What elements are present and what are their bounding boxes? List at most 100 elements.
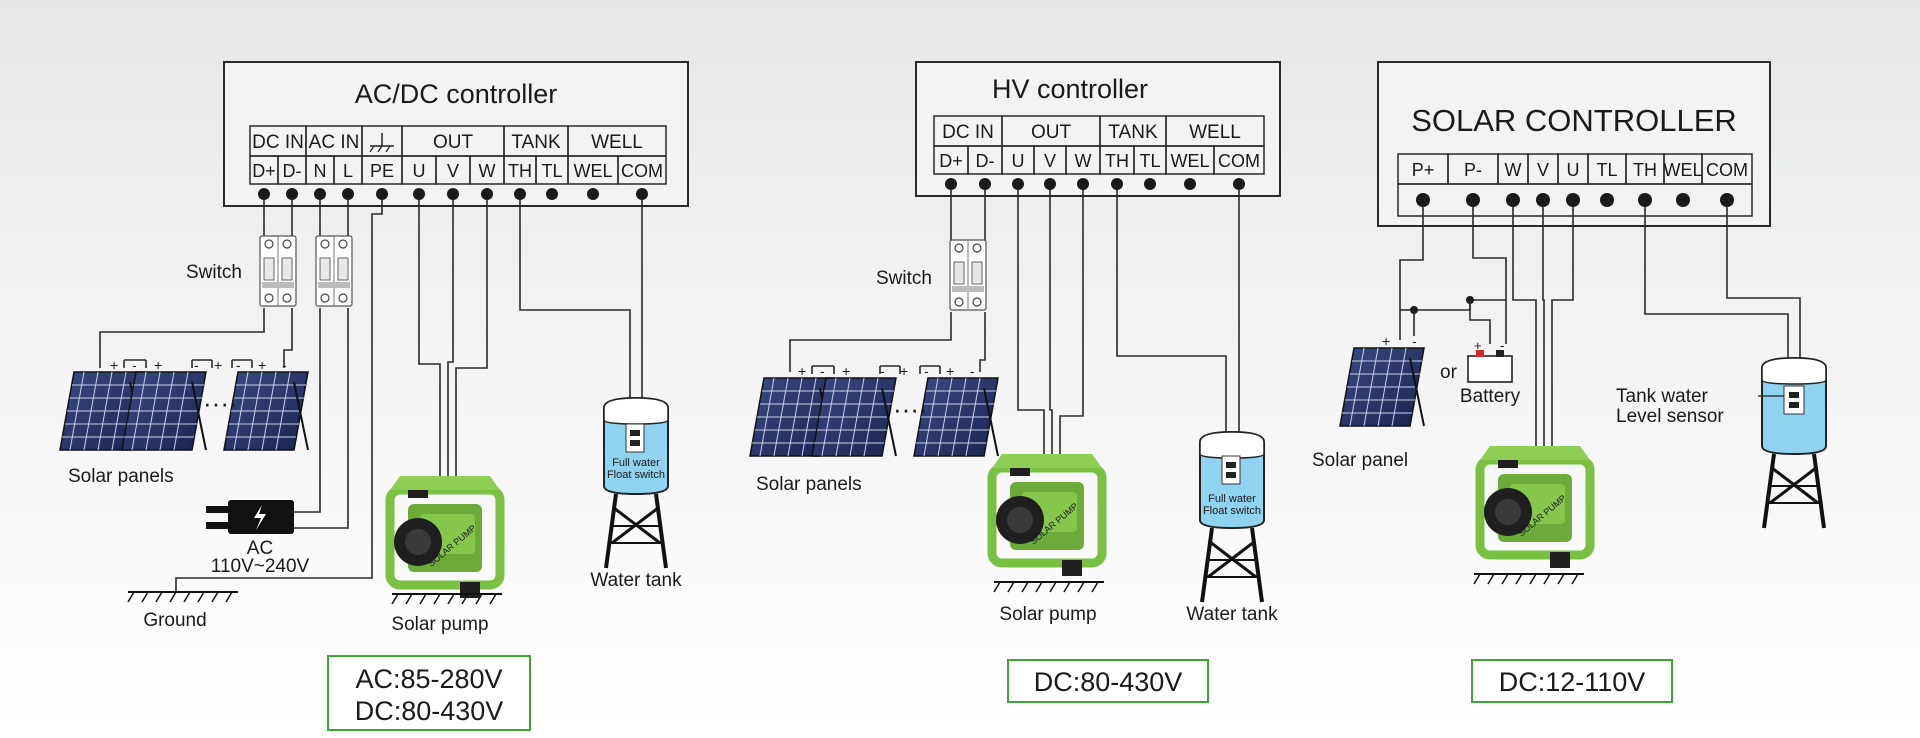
right-pump: SOLAR PUMP [1480,446,1590,568]
right-wiring [1399,206,1801,452]
right-water-tank [1758,356,1828,530]
ground-label: Ground [143,610,206,631]
hv-terminal-th: TH [1105,151,1129,171]
terminal-w: W [479,161,496,181]
left-wiring [99,200,643,592]
earth-icon [369,133,394,153]
terminal-d-minus: D- [283,161,302,181]
sc-terminal-com: COM [1706,160,1748,180]
header-ac-in: AC IN [309,132,360,153]
left-water-tank: Full water Float switch [602,396,670,570]
hv-controller: HV controller DC IN OUT TANK WELL D+ D- … [915,61,1281,197]
terminal-th: TH [508,161,532,181]
svg-text:····: ···· [893,394,928,424]
header-out: OUT [433,132,474,153]
left-voltage-box: AC:85-280V DC:80-430V [327,655,531,731]
sc-terminal-p-minus: P- [1464,160,1482,180]
middle-voltage-box: DC:80-430V [1007,659,1209,703]
svg-text:-: - [820,363,825,379]
svg-text:-: - [970,363,975,379]
left-pump: SOLAR PUMP [390,476,500,598]
middle-pump: SOLAR PUMP [992,454,1102,576]
svg-text:-: - [880,363,885,379]
solar-controller: SOLAR CONTROLLER P+ P- W V U TL TH WEL C… [1377,61,1771,227]
sc-terminal-wel: WEL [1663,160,1702,180]
svg-text:Float switch: Float switch [1203,505,1261,517]
svg-text:-: - [194,357,199,373]
header-dc-in: DC IN [252,132,304,153]
svg-text:-: - [1500,338,1504,353]
left-switch-label: Switch [186,262,242,283]
hv-header-well: WELL [1189,122,1241,143]
middle-voltage-dc: DC:80-430V [1034,667,1183,697]
acdc-controller: AC/DC controller DC IN AC IN OUT TANK WE… [223,61,689,207]
hv-terminal-v: V [1044,151,1056,171]
svg-text:Full water: Full water [612,457,660,469]
sc-terminal-v: V [1537,160,1549,180]
sc-terminal-u: U [1567,160,1580,180]
svg-text:Full water: Full water [1208,493,1256,505]
middle-panels-label: Solar panels [756,474,862,495]
svg-text:+: + [900,363,908,379]
terminal-tl: TL [541,161,562,181]
sc-terminal-p-plus: P+ [1412,160,1435,180]
battery-label: Battery [1460,386,1521,407]
right-solar-panel: + - [1339,333,1425,427]
svg-text:+: + [1474,338,1482,353]
hv-controller-title: HV controller [992,74,1148,104]
left-pump-label: Solar pump [391,614,488,635]
svg-text:-: - [282,357,287,373]
ac-switch [315,235,353,307]
svg-text:+: + [1382,333,1390,349]
hv-terminal-wel: WEL [1170,151,1209,171]
hv-terminal-w: W [1075,151,1092,171]
terminal-n: N [314,161,327,181]
left-voltage-ac: AC:85-280V [355,664,502,694]
left-panels-label: Solar panels [68,466,174,487]
svg-text:Float switch: Float switch [607,469,665,481]
middle-switch-label: Switch [876,268,932,289]
battery-icon: + - [1467,338,1513,383]
svg-text:+: + [258,357,266,373]
left-solar-panels: + - + - + - + - ···· [59,357,309,451]
right-voltage-dc: DC:12-110V [1499,667,1646,697]
ac-range-label: 110V~240V [211,556,310,577]
terminal-wel: WEL [573,161,612,181]
terminal-com: COM [621,161,663,181]
svg-text:-: - [132,357,137,373]
dc-switch [259,235,297,307]
header-tank: TANK [511,132,561,153]
middle-wiring [789,190,1240,462]
hv-terminal-d-plus: D+ [939,151,963,171]
header-well: WELL [591,132,643,153]
left-tank-label: Water tank [590,570,682,591]
hv-terminal-tl: TL [1139,151,1160,171]
sensor-label-1: Tank water [1616,386,1709,407]
middle-pump-label: Solar pump [999,604,1096,625]
hv-header-tank: TANK [1108,122,1158,143]
middle-tank-label: Water tank [1186,604,1278,625]
middle-solar-panels: + - + - + - + - ···· [749,363,999,457]
svg-text:-: - [236,357,241,373]
hv-switch [949,239,987,311]
ac-plug-icon [206,500,294,534]
or-label: or [1440,362,1458,383]
hv-header-out: OUT [1031,122,1072,143]
hv-terminal-u: U [1012,151,1025,171]
terminal-u: U [413,161,426,181]
svg-text:+: + [110,357,118,373]
sc-terminal-tl: TL [1596,160,1617,180]
terminal-v: V [447,161,459,181]
sc-terminal-w: W [1505,160,1522,180]
svg-text:-: - [924,363,929,379]
svg-text:+: + [154,357,162,373]
svg-text:-: - [1412,333,1417,349]
hv-header-dc-in: DC IN [942,122,994,143]
svg-text:+: + [946,363,954,379]
right-panel-label: Solar panel [1312,450,1408,471]
hv-terminal-com: COM [1218,151,1260,171]
middle-water-tank: Full water Float switch [1198,430,1266,604]
left-voltage-dc: DC:80-430V [355,696,504,726]
